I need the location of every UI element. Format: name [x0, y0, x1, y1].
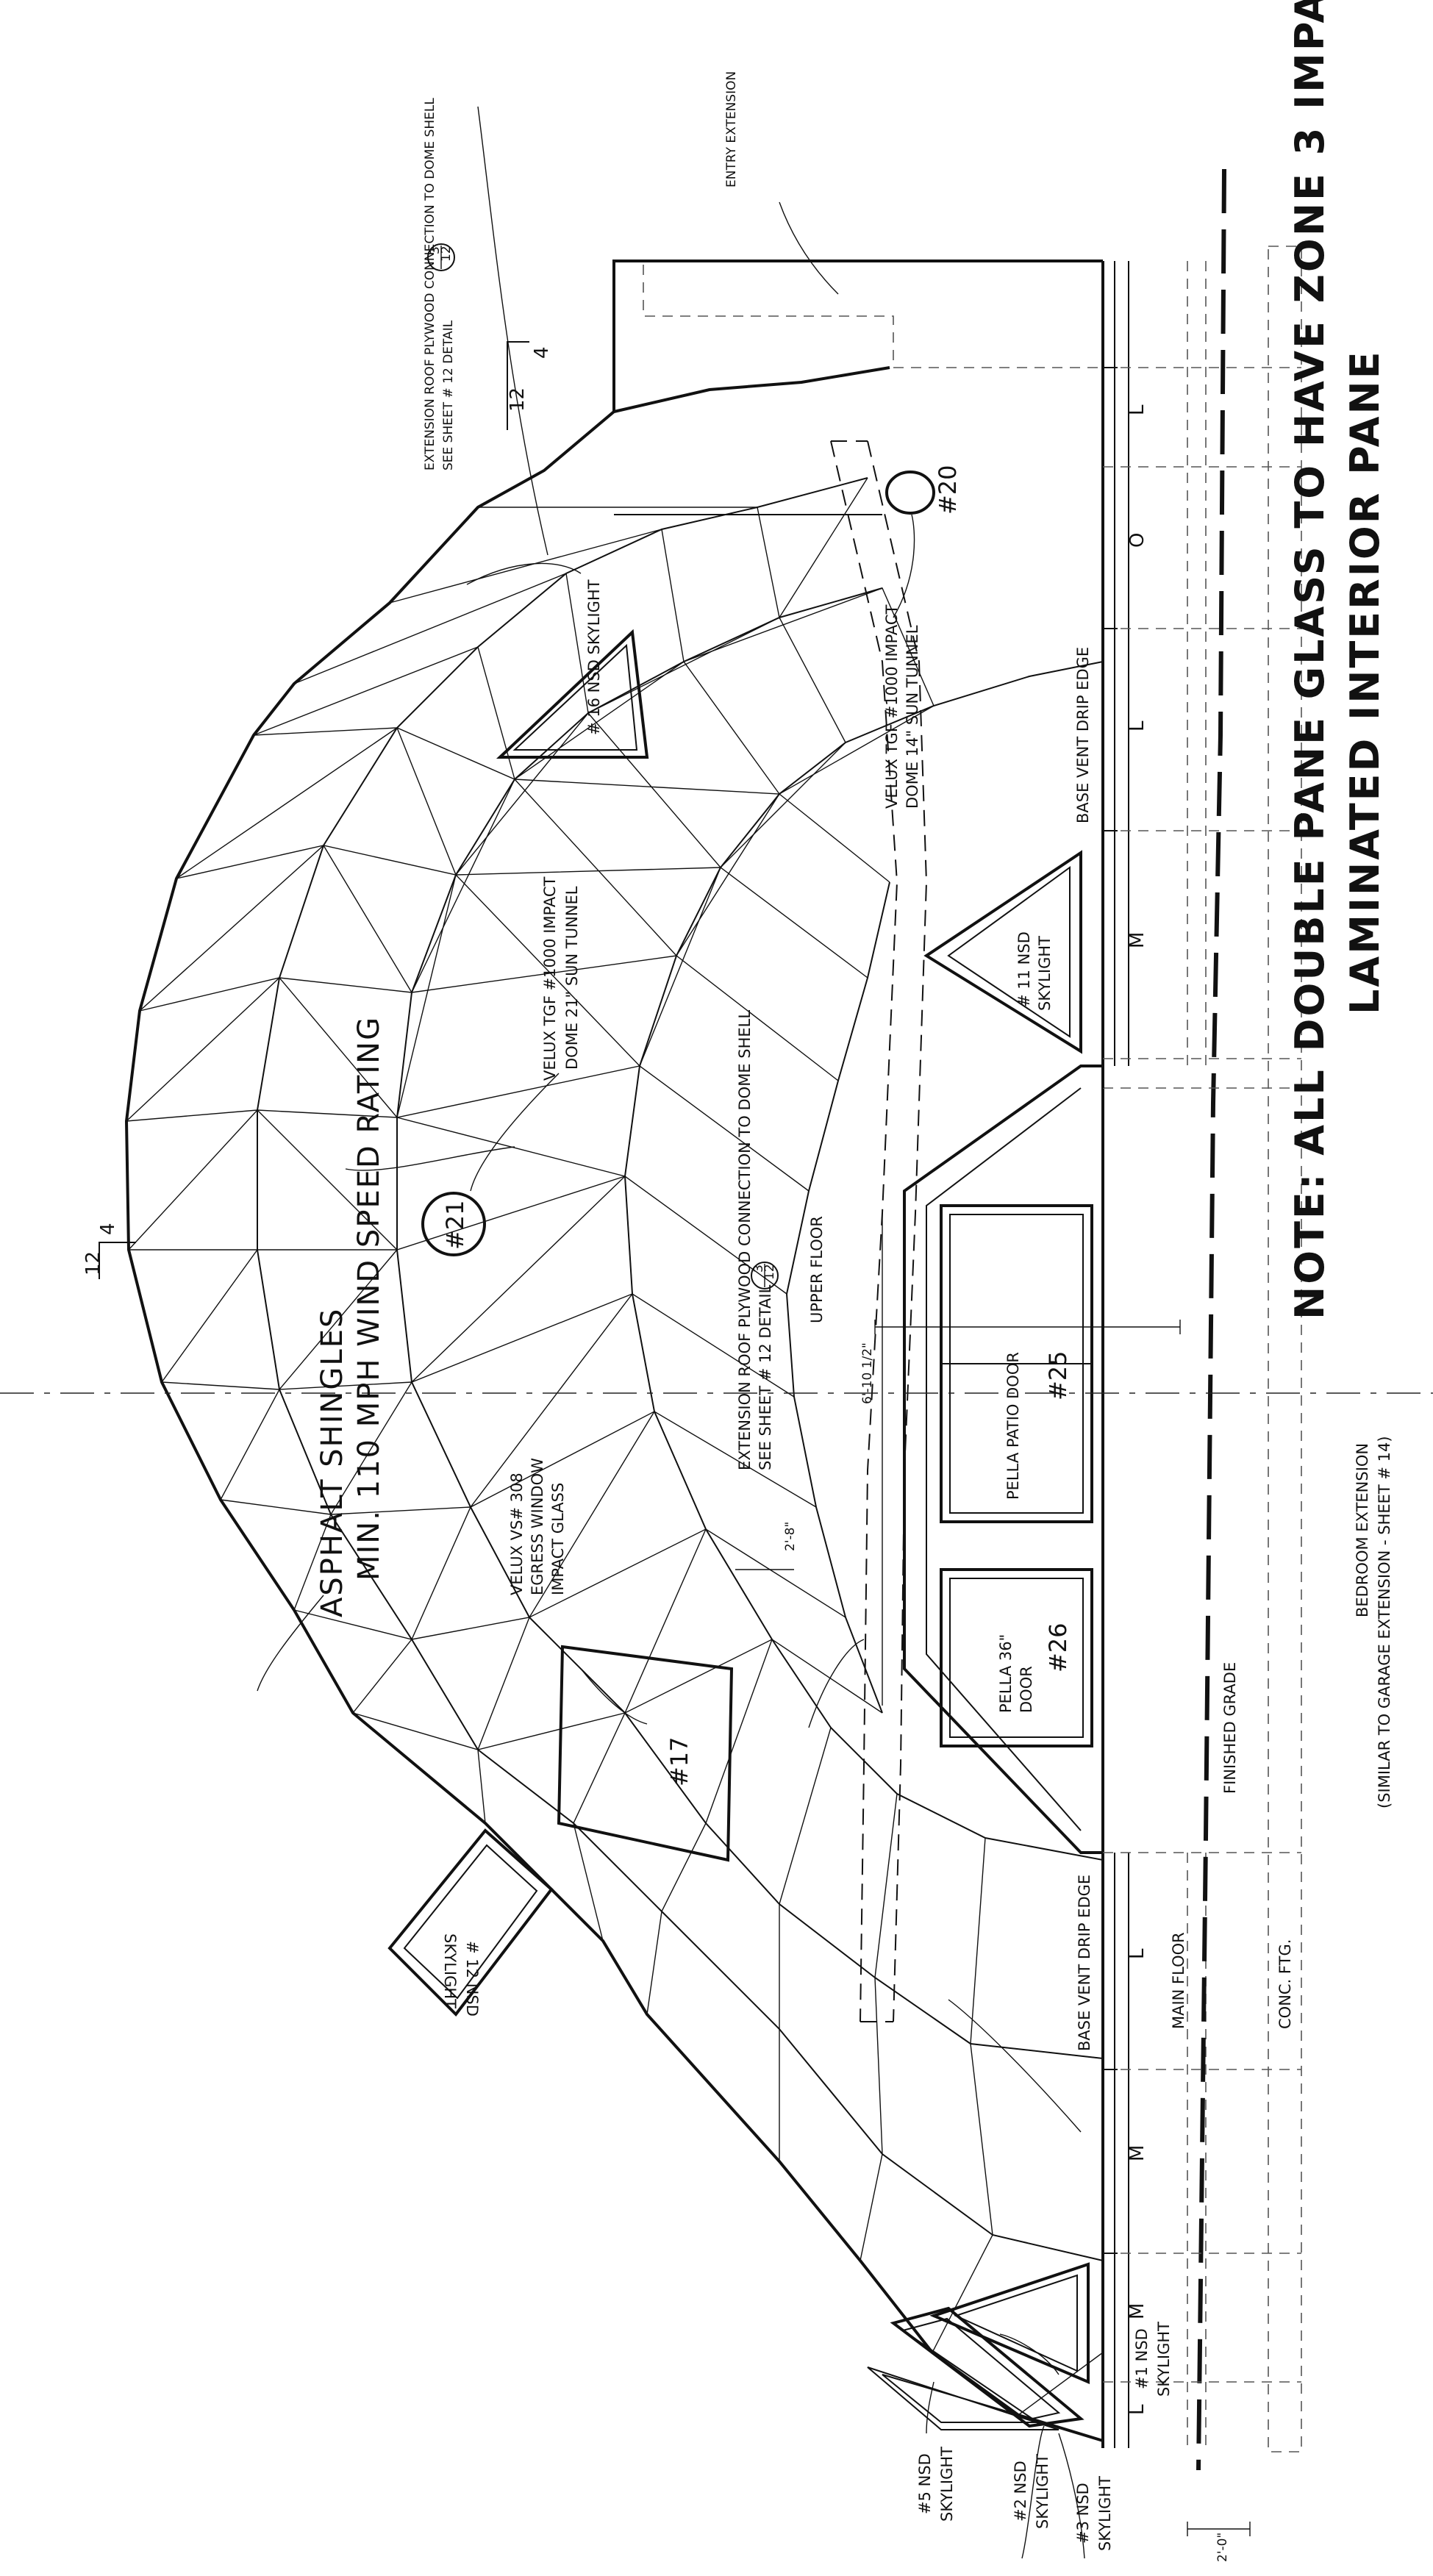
conc-ftg-label: CONC. FTG. [1276, 1939, 1294, 2029]
skylight-5 [890, 2306, 1084, 2428]
skylight-3-line1: #3 NSD [1074, 2483, 1092, 2544]
entry-extension-label: ENTRY EXTENSION [724, 71, 739, 187]
svg-text:3: 3 [751, 1264, 766, 1273]
pella-patio-door [940, 1204, 1093, 1523]
bedroom-extension [830, 440, 1104, 2022]
bottom-dimension-label: 2'-0" [1215, 2533, 1230, 2562]
detail-ref-top: 3 12 [427, 243, 455, 271]
skylight-16-label: # 16 NSD SKYLIGHT [585, 579, 603, 735]
extension-roof-mid-sub: SEE SHEET # 12 DETAIL [757, 1284, 774, 1470]
egress-line2: EGRESS WINDOW [529, 1458, 546, 1595]
upper-floor-label: UPPER FLOOR [808, 1216, 826, 1323]
door-36-line2: DOOR [1018, 1666, 1035, 1713]
skylight-12-line2: SKYLIGHT [441, 1933, 459, 2008]
tag-25: #25 [1044, 1350, 1072, 1400]
sun-tunnel-21 [421, 1192, 486, 1256]
base-vent-bottom-label: BASE VENT DRIP EDGE [1076, 1875, 1093, 2051]
wind-rating-label: MIN. 110 MPH WIND SPEED RATING [352, 1016, 386, 1581]
skylight-2-line1: #2 NSD [1012, 2461, 1029, 2522]
skylight-1-line1: #1 NSD [1133, 2328, 1151, 2389]
skylight-3-line2: SKYLIGHT [1096, 2476, 1114, 2551]
tag-20: #20 [934, 465, 962, 515]
svg-text:3: 3 [428, 246, 443, 254]
extension-roof-mid-label: EXTENSION ROOF PLYWOOD CONNECTION TO DOM… [736, 1010, 754, 1470]
bottom-dimension [1187, 2522, 1251, 2536]
extension-roof-top-sub: SEE SHEET # 12 DETAIL [441, 320, 456, 471]
base-vent-top-label: BASE VENT DRIP EDGE [1074, 647, 1092, 823]
base-letter: M [1126, 2303, 1148, 2319]
skylight-12-line1: # 12 NSD [463, 1941, 481, 2017]
door-height-label: 6'-10 1/2" [860, 1342, 875, 1404]
base-wall [1101, 168, 1302, 2471]
skylight-5-line2: SKYLIGHT [938, 2447, 956, 2522]
base-section-letters: L O L M L M M L [1126, 404, 1148, 2415]
main-floor-label: MAIN FLOOR [1170, 1932, 1187, 2029]
detail-ref-mid: 3 12 [751, 1262, 779, 1289]
base-letter: M [1126, 932, 1148, 948]
asphalt-shingles-label: ASPHALT SHINGLES [315, 1308, 349, 1617]
bedroom-extension-line1: BEDROOM EXTENSION [1354, 1443, 1371, 1617]
skylight-16 [496, 629, 649, 759]
base-letter: L [1126, 404, 1148, 415]
skylight-1 [929, 2262, 1090, 2385]
svg-text:12: 12 [439, 246, 454, 262]
sun-tunnel-20-line1: VELUX TGF #1000 IMPACT [883, 604, 901, 809]
skylight-12 [387, 1828, 554, 2017]
skylight-11 [923, 850, 1082, 1054]
sun-tunnel-20 [885, 471, 935, 515]
egress-line3: IMPACT GLASS [549, 1483, 567, 1595]
dome-outline [124, 366, 1104, 2442]
door-height-dimension [874, 1320, 1181, 1334]
skylight-11-line2: SKYLIGHT [1036, 936, 1054, 1011]
skylight-2-line2: SKYLIGHT [1034, 2454, 1051, 2529]
sun-tunnel-20-line2: DOME 14" SUN TUNNEL [904, 625, 921, 809]
tag-17: #17 [665, 1736, 693, 1786]
pitch-top-rise: 4 [531, 346, 553, 359]
pitch-symbol-top [507, 341, 529, 430]
extension-roof-top-label: EXTENSION ROOF PLYWOOD CONNECTION TO DOM… [423, 98, 437, 471]
pitch-left-rise: 4 [97, 1223, 119, 1235]
base-letter: L [1126, 720, 1148, 731]
pitch-symbol-left [99, 1242, 136, 1279]
skylight-5-line1: #5 NSD [916, 2453, 934, 2514]
egress-window-17 [557, 1645, 734, 1862]
leaders [257, 106, 1085, 2559]
finished-grade-label: FINISHED GRADE [1221, 1662, 1239, 1794]
egress-line1: VELUX VS# 308 [508, 1473, 526, 1595]
tag-21: #21 [441, 1200, 469, 1250]
bedroom-extension-line2: (SIMILAR TO GARAGE EXTENSION - SHEET # 1… [1376, 1436, 1393, 1808]
skylight-1-line2: SKYLIGHT [1155, 2322, 1173, 2397]
pella-36-door [940, 1568, 1093, 1747]
sun-tunnel-21-line1: VELUX TGF #1000 IMPACT [541, 876, 559, 1081]
impact-glass-note-line2: LAMINATED INTERIOR PANE [1342, 349, 1388, 1015]
base-letter: M [1126, 2145, 1148, 2161]
door-36-line1: PELLA 36" [997, 1634, 1015, 1713]
small-dimension-label: 2'-8" [783, 1522, 798, 1551]
skylight-2-3 [867, 2366, 1059, 2430]
pitch-left-run: 12 [82, 1251, 104, 1276]
svg-text:12: 12 [762, 1264, 777, 1280]
base-letter: L [1126, 2404, 1148, 2415]
pitch-top-run: 12 [507, 387, 529, 412]
tag-26: #26 [1044, 1622, 1072, 1672]
sun-tunnel-21-line2: DOME 21" SUN TUNNEL [563, 886, 581, 1070]
patio-door-label: PELLA PATIO DOOR [1004, 1352, 1022, 1500]
base-letter: L [1126, 1948, 1148, 1959]
impact-glass-note-line1: NOTE: ALL DOUBLE PANE GLASS TO HAVE ZONE… [1287, 0, 1333, 1320]
skylight-11-line1: # 11 NSD [1015, 931, 1033, 1007]
base-letter: O [1126, 533, 1148, 548]
dome-geodesic-lines [126, 477, 1104, 2416]
